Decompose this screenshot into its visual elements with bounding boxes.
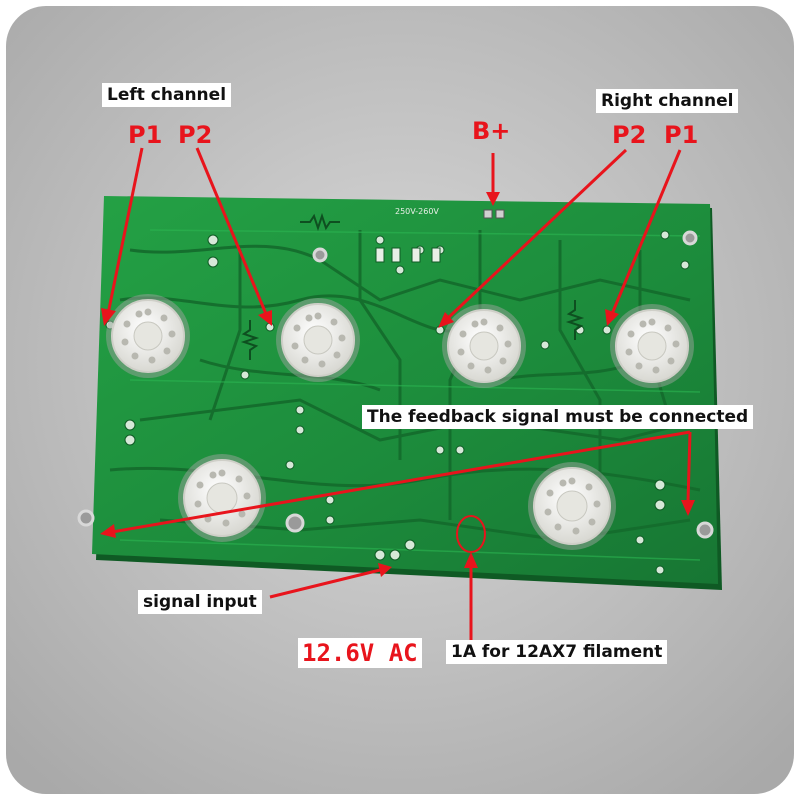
label-left-channel: Left channel: [102, 83, 232, 107]
marker-ac-voltage: 12.6V AC: [298, 638, 422, 668]
label-feedback: The feedback signal must be connected: [362, 405, 754, 429]
label-filament-note: 1A for 12AX7 filament: [446, 640, 668, 664]
tube-socket: [276, 298, 360, 382]
marker-b-plus: B+: [472, 117, 511, 145]
tube-socket: [178, 454, 266, 542]
tube-socket-group: [106, 294, 694, 550]
marker-right-p2: P2: [612, 121, 647, 149]
silkscreen-hv: 250V-260V: [395, 207, 439, 216]
pcb-board: 250V-260V: [77, 196, 722, 590]
tube-socket: [610, 304, 694, 388]
label-signal-input: signal input: [138, 590, 262, 614]
tube-socket: [106, 294, 190, 378]
label-right-channel: Right channel: [596, 89, 739, 113]
tube-socket: [442, 304, 526, 388]
tube-socket: [528, 462, 616, 550]
marker-left-p1: P1: [128, 121, 163, 149]
marker-right-p1: P1: [664, 121, 699, 149]
marker-left-p2: P2: [178, 121, 213, 149]
annotation-arrows: [100, 147, 695, 640]
